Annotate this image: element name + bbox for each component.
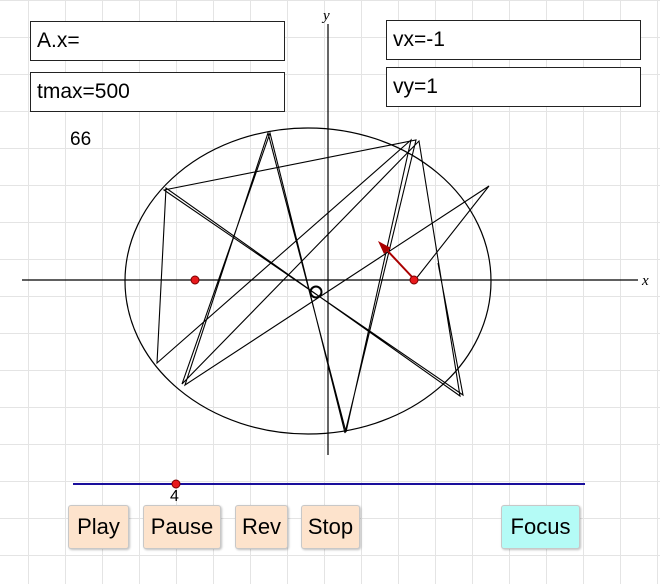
stop-button[interactable]: Stop [301, 505, 360, 549]
ellipse [124, 127, 492, 435]
time-slider-handle[interactable] [171, 479, 181, 489]
focus-button[interactable]: Focus [501, 505, 580, 549]
trajectory-path [156, 131, 490, 434]
tmax-input[interactable]: tmax=500 [30, 72, 285, 112]
focus-point-right[interactable] [409, 275, 419, 285]
vy-input[interactable]: vy=1 [386, 67, 641, 107]
time-slider-value: 4 [170, 488, 179, 505]
rev-button[interactable]: Rev [235, 505, 288, 549]
x-axis-label: x [641, 273, 649, 289]
ax-input[interactable]: A.x= [30, 21, 285, 61]
play-button[interactable]: Play [68, 505, 129, 549]
focus-point-left[interactable] [190, 275, 200, 285]
velocity-arrowhead [378, 241, 391, 254]
center-point [309, 285, 323, 299]
y-axis-label: y [321, 8, 330, 24]
pause-button[interactable]: Pause [143, 505, 221, 549]
bounce-counter: 66 [70, 129, 92, 150]
vx-input[interactable]: vx=-1 [386, 20, 641, 60]
velocity-arrow [382, 245, 415, 280]
